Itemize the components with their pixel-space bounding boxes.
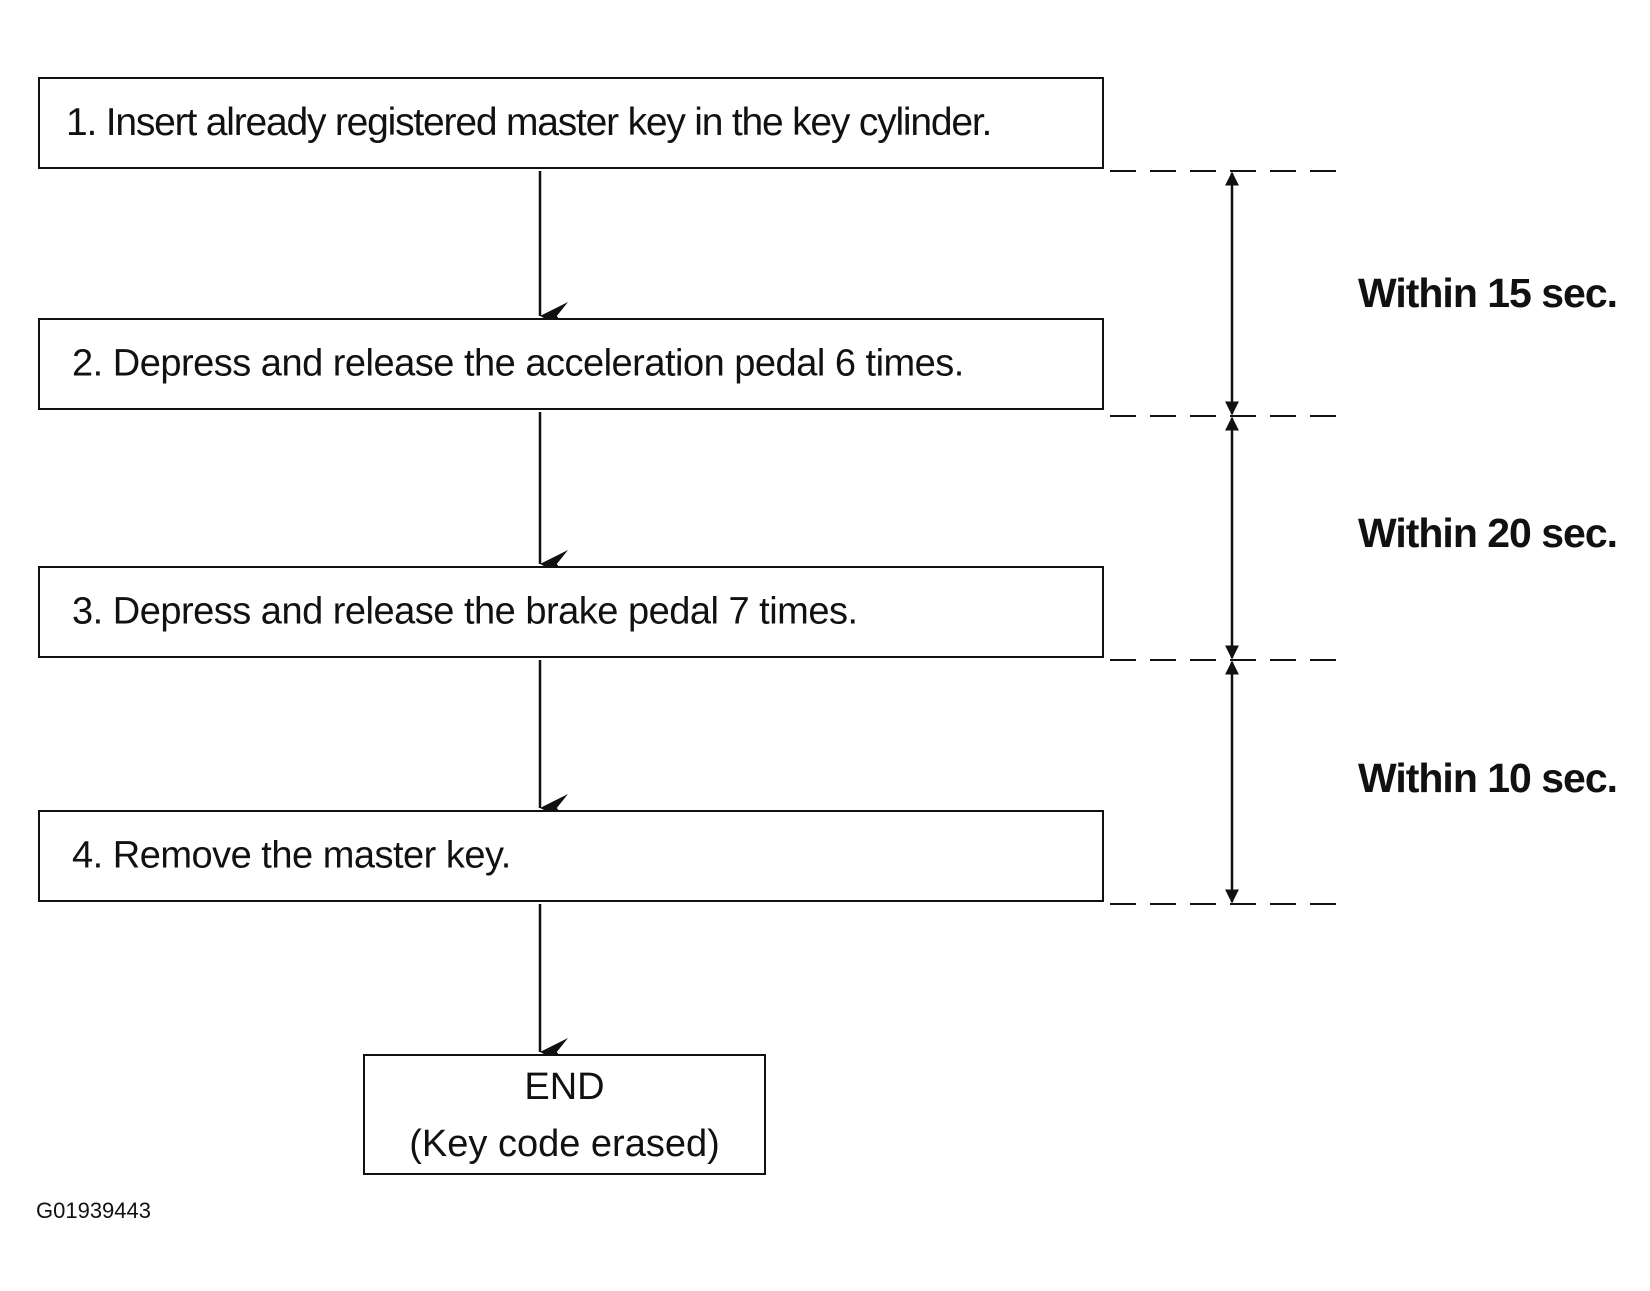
figure-id: G01939443 [36,1198,151,1223]
step-text-1: 1. Insert already registered master key … [66,101,992,144]
step-box-2: 2. Depress and release the acceleration … [38,318,1104,410]
step-box-4: 4. Remove the master key. [38,810,1104,902]
end-title: END [524,1066,605,1108]
timing-label-3: Within 10 sec. [1358,755,1618,801]
timing-label-1: Within 15 sec. [1358,270,1618,316]
step-text-2: 2. Depress and release the acceleration … [72,342,964,385]
timing-label-2: Within 20 sec. [1358,510,1618,556]
step-text-3: 3. Depress and release the brake pedal 7… [72,590,858,633]
end-subtitle: (Key code erased) [409,1123,720,1165]
step-box-1: 1. Insert already registered master key … [38,77,1104,169]
step-box-3: 3. Depress and release the brake pedal 7… [38,566,1104,658]
end-box: END (Key code erased) [363,1054,766,1175]
step-text-4: 4. Remove the master key. [72,834,511,877]
